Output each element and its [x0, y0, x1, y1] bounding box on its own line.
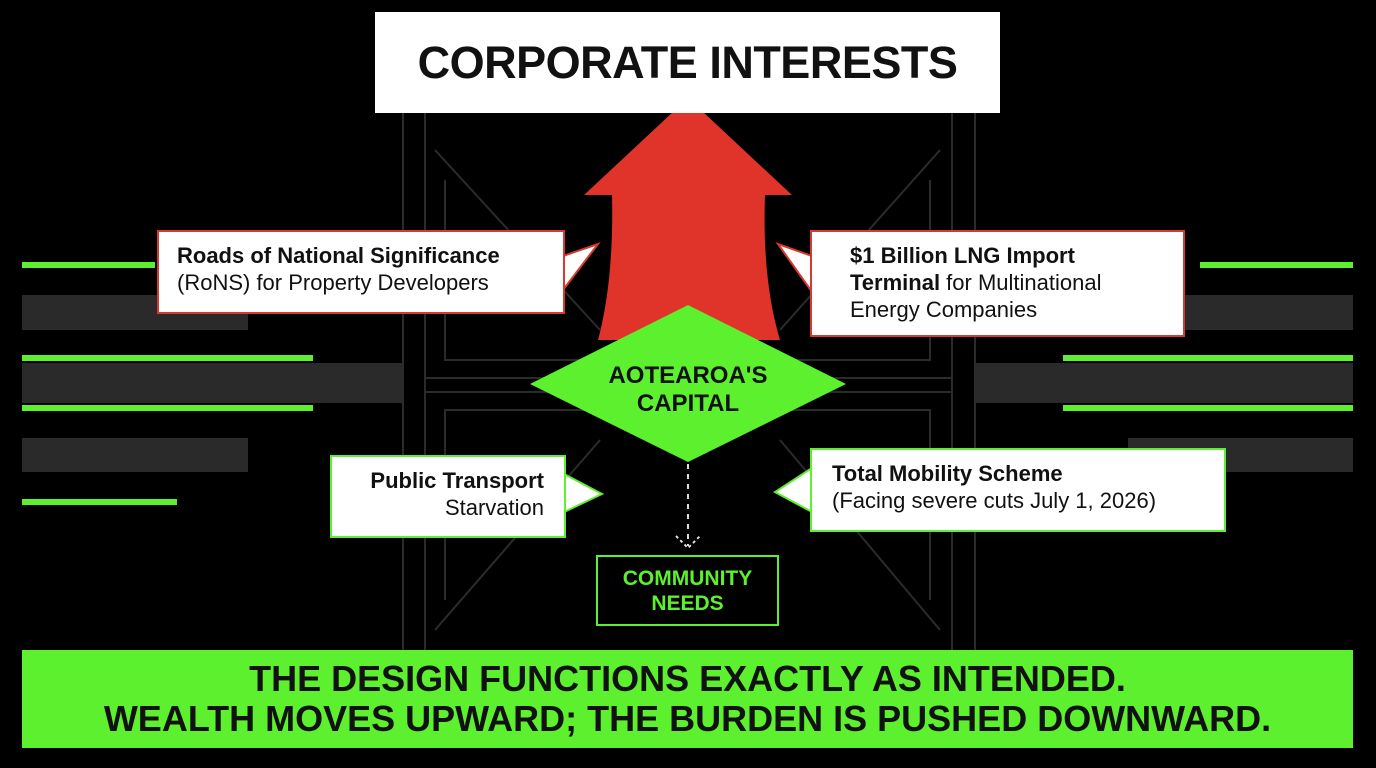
decor-green-line	[22, 499, 177, 505]
capital-diamond	[530, 305, 846, 462]
callout-lng-text: for Multinational	[940, 270, 1102, 295]
decor-green-line	[22, 262, 155, 268]
callout-lng-title: $1 Billion LNG Import	[850, 243, 1075, 268]
callout-rons: Roads of National Significance (RoNS) fo…	[157, 230, 565, 314]
decor-green-line	[1063, 405, 1353, 411]
banner-line2: WEALTH MOVES UPWARD; THE BURDEN IS PUSHE…	[103, 698, 1272, 739]
community-needs-box: COMMUNITY NEEDS	[596, 555, 779, 626]
decor-gray-bar	[22, 438, 248, 472]
title-box: CORPORATE INTERESTS	[375, 12, 1000, 113]
callout-lng-text2: Energy Companies	[850, 297, 1038, 322]
pointer-top-right	[775, 242, 813, 296]
callout-lng-bold: Terminal	[850, 270, 941, 295]
capital-label: AOTEAROA'S CAPITAL	[530, 362, 846, 418]
callout-tm-text: (Facing severe cuts July 1, 2026)	[832, 488, 1157, 513]
community-line1: COMMUNITY	[622, 566, 753, 590]
banner-line1: THE DESIGN FUNCTIONS EXACTLY AS INTENDED…	[249, 658, 1126, 699]
pointer-bottom-left	[563, 472, 605, 514]
decor-gray-bar	[975, 363, 1353, 403]
pointer-top-left	[562, 241, 601, 293]
upward-arrow	[584, 98, 792, 340]
decor-green-line	[22, 405, 313, 411]
pointer-bottom-right	[773, 466, 813, 514]
callout-rons-text: (RoNS) for Property Developers	[177, 270, 489, 295]
decor-green-line	[1063, 355, 1353, 361]
callout-pt-text: Starvation	[444, 495, 544, 520]
title: CORPORATE INTERESTS	[417, 36, 958, 88]
decor-green-line	[22, 355, 313, 361]
decor-green-line	[1200, 262, 1353, 268]
callout-total-mobility: Total Mobility Scheme (Facing severe cut…	[810, 448, 1226, 532]
callout-rons-title: Roads of National Significance	[177, 243, 500, 268]
callout-public-transport: Public Transport Starvation	[330, 455, 566, 538]
capital-label-line2: CAPITAL	[636, 390, 740, 417]
conclusion-banner: THE DESIGN FUNCTIONS EXACTLY AS INTENDED…	[22, 650, 1353, 748]
callout-tm-title: Total Mobility Scheme	[832, 461, 1063, 486]
decor-gray-bar	[22, 363, 402, 403]
community-line2: NEEDS	[651, 591, 724, 615]
callout-pt-title: Public Transport	[370, 468, 544, 493]
callout-lng: $1 Billion LNG Import Terminal for Multi…	[810, 230, 1185, 337]
capital-label-line1: AOTEAROA'S	[608, 362, 768, 389]
